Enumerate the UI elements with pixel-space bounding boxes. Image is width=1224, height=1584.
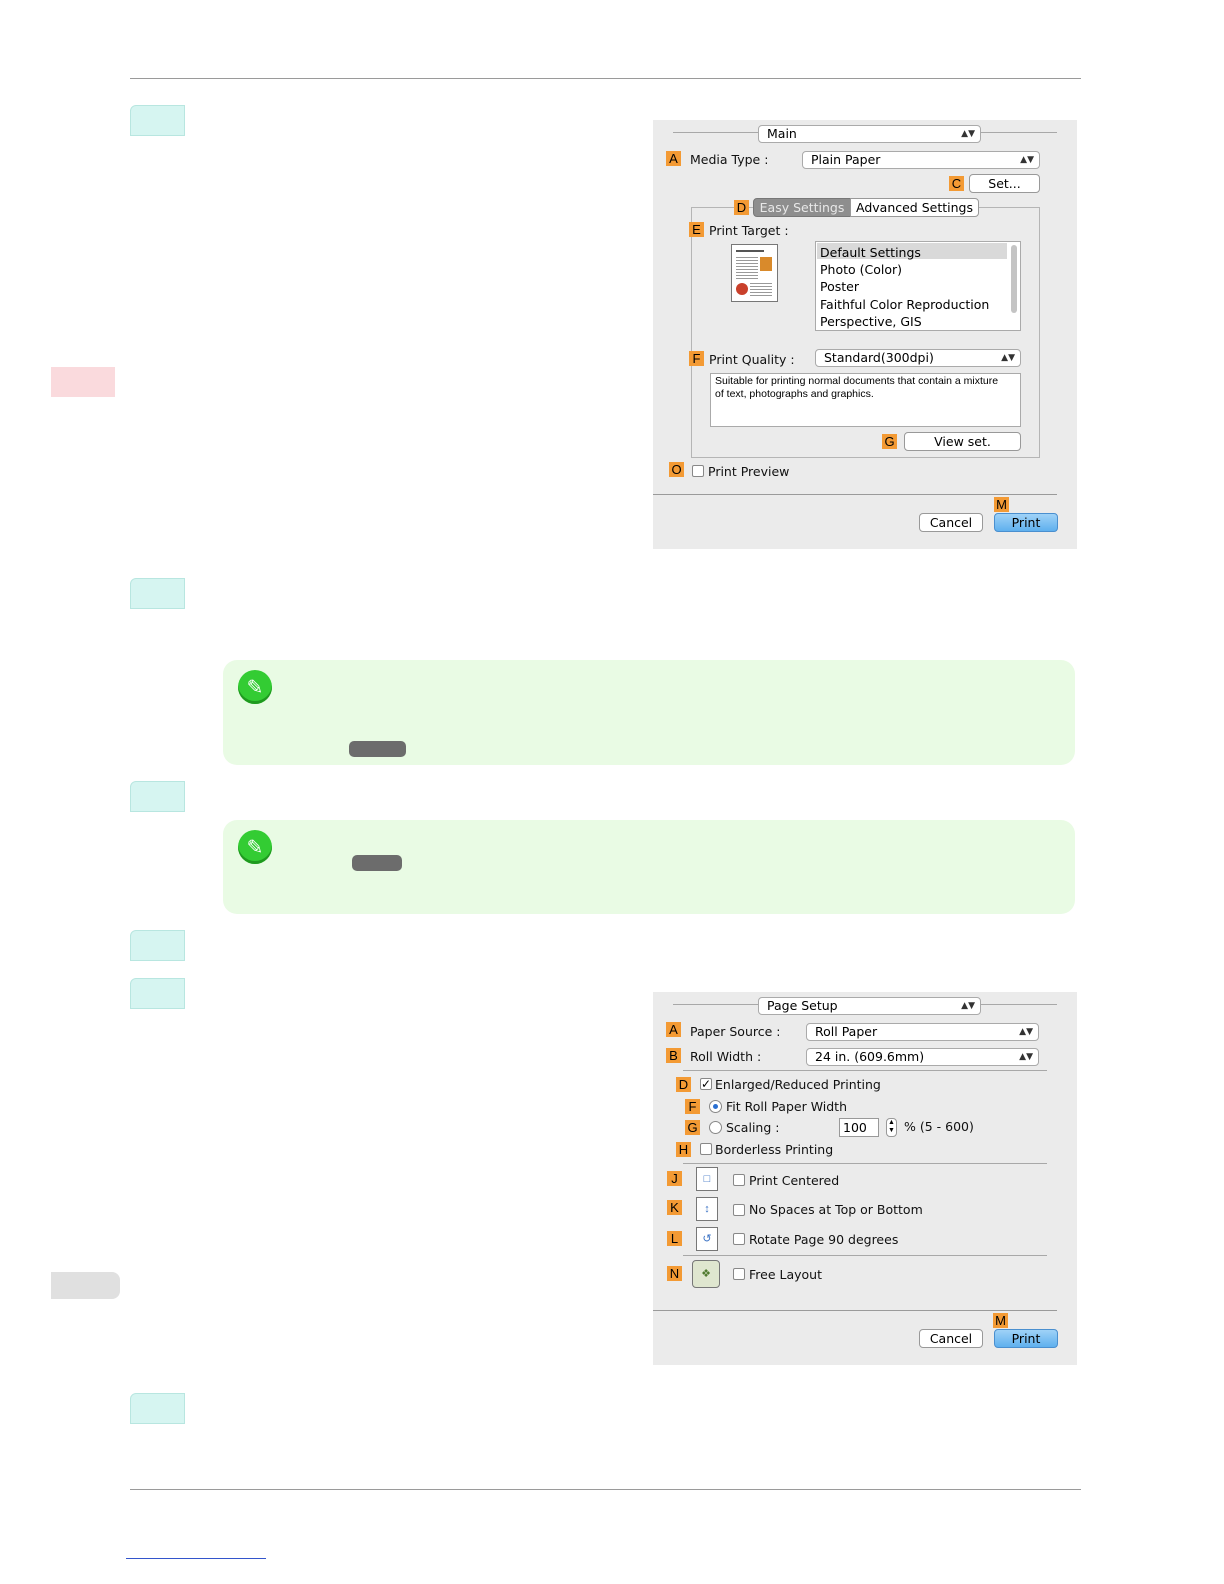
step-marker (130, 978, 185, 1009)
no-spaces-icon: ↕ (696, 1197, 718, 1221)
callout-letter: J (667, 1171, 682, 1186)
callout-letter: E (689, 222, 704, 237)
enlarged-reduced-checkbox[interactable]: ✓ (700, 1077, 712, 1091)
print-centered-checkbox[interactable] (733, 1174, 745, 1186)
print-centered-icon: □ (696, 1167, 718, 1191)
reference-pill[interactable] (352, 855, 402, 871)
roll-width-label: Roll Width : (690, 1049, 762, 1064)
note-box: ✎ (223, 820, 1075, 914)
callout-letter: D (676, 1077, 691, 1092)
print-button[interactable]: Print (994, 513, 1058, 532)
set-button[interactable]: Set... (969, 174, 1040, 193)
borderless-checkbox[interactable] (700, 1143, 712, 1155)
scaling-input[interactable]: 100 (839, 1118, 879, 1137)
print-quality-label: Print Quality : (709, 352, 795, 367)
print-preview-checkbox[interactable] (692, 465, 704, 477)
callout-letter: O (669, 462, 684, 477)
rotate-page-icon: ↺ (696, 1227, 718, 1251)
main-settings-dialog: Main▲▼ A Media Type : Plain Paper▲▼ C Se… (653, 120, 1077, 549)
step-marker (130, 105, 185, 136)
preset-menu-popup[interactable]: Main▲▼ (758, 125, 981, 143)
free-layout-checkbox[interactable] (733, 1268, 745, 1280)
list-item[interactable]: Default Settings (820, 245, 921, 260)
callout-letter: M (994, 497, 1009, 512)
paper-source-label: Paper Source : (690, 1024, 781, 1039)
scaling-range: % (5 - 600) (904, 1119, 974, 1134)
scaling-radio[interactable] (709, 1121, 722, 1134)
callout-letter: F (685, 1099, 700, 1114)
borderless-label: Borderless Printing (715, 1142, 834, 1157)
print-preview-label: Print Preview (708, 464, 790, 479)
enlarged-reduced-label: Enlarged/Reduced Printing (715, 1077, 881, 1092)
cancel-button[interactable]: Cancel (919, 513, 983, 532)
print-target-label: Print Target : (709, 223, 789, 238)
media-type-popup[interactable]: Plain Paper▲▼ (802, 151, 1040, 169)
print-button[interactable]: Print (994, 1329, 1058, 1348)
callout-letter: G (685, 1120, 700, 1135)
roll-width-popup[interactable]: 24 in. (609.6mm)▲▼ (806, 1048, 1039, 1066)
media-type-label: Media Type : (690, 152, 769, 167)
callout-letter: F (689, 351, 704, 366)
bottom-rule (130, 1489, 1081, 1490)
no-spaces-label: No Spaces at Top or Bottom (749, 1202, 923, 1217)
reference-pill[interactable] (349, 741, 406, 757)
rotate-page-checkbox[interactable] (733, 1233, 745, 1245)
selected-row-highlight (817, 243, 1007, 259)
print-quality-description: Suitable for printing normal documents t… (710, 373, 1021, 427)
pencil-note-icon: ✎ (238, 830, 272, 864)
scaling-stepper[interactable]: ▲▼ (886, 1118, 897, 1137)
step-marker (130, 930, 185, 961)
callout-letter: N (667, 1266, 682, 1281)
note-box: ✎ (223, 660, 1075, 765)
section-side-tab (51, 1272, 120, 1299)
pencil-note-icon: ✎ (238, 670, 272, 704)
page-setup-dialog: Page Setup▲▼ A Paper Source : Roll Paper… (653, 992, 1077, 1365)
callout-letter: B (666, 1048, 681, 1063)
list-item[interactable]: Poster (820, 279, 859, 294)
list-item[interactable]: Photo (Color) (820, 262, 903, 277)
callout-letter: H (676, 1142, 691, 1157)
print-target-list[interactable]: Default Settings Photo (Color) Poster Fa… (815, 241, 1021, 331)
callout-letter: M (993, 1313, 1008, 1328)
callout-letter: K (667, 1200, 682, 1215)
chapter-side-tab (51, 367, 115, 397)
list-item[interactable]: Faithful Color Reproduction (820, 297, 990, 312)
free-layout-icon: ❖ (692, 1260, 720, 1288)
fit-roll-width-label: Fit Roll Paper Width (726, 1099, 848, 1114)
footer-link-underline (126, 1558, 266, 1559)
step-marker (130, 781, 185, 812)
cancel-button[interactable]: Cancel (919, 1329, 983, 1348)
paper-source-popup[interactable]: Roll Paper▲▼ (806, 1023, 1039, 1041)
tab-easy-settings[interactable]: Easy Settings (753, 198, 851, 217)
step-marker (130, 1393, 185, 1424)
callout-letter: G (882, 434, 897, 449)
preset-menu-popup[interactable]: Page Setup▲▼ (758, 997, 981, 1015)
step-marker (130, 578, 185, 609)
top-rule (130, 78, 1081, 79)
callout-letter: D (734, 200, 749, 215)
scaling-label: Scaling : (726, 1120, 780, 1135)
callout-letter: L (667, 1231, 682, 1246)
list-item[interactable]: Perspective, GIS (820, 314, 922, 329)
document-preview-thumbnail (731, 244, 778, 302)
print-quality-popup[interactable]: Standard(300dpi)▲▼ (815, 349, 1021, 367)
fit-roll-width-radio[interactable] (709, 1100, 722, 1113)
callout-letter: A (666, 1022, 681, 1037)
rotate-page-label: Rotate Page 90 degrees (749, 1232, 899, 1247)
callout-letter: C (949, 176, 964, 191)
free-layout-label: Free Layout (749, 1267, 822, 1282)
view-set-button[interactable]: View set. (904, 432, 1021, 451)
callout-letter: A (666, 151, 681, 166)
print-centered-label: Print Centered (749, 1173, 840, 1188)
tab-advanced-settings[interactable]: Advanced Settings (850, 198, 979, 217)
list-scrollbar[interactable] (1011, 245, 1017, 313)
no-spaces-checkbox[interactable] (733, 1204, 745, 1216)
